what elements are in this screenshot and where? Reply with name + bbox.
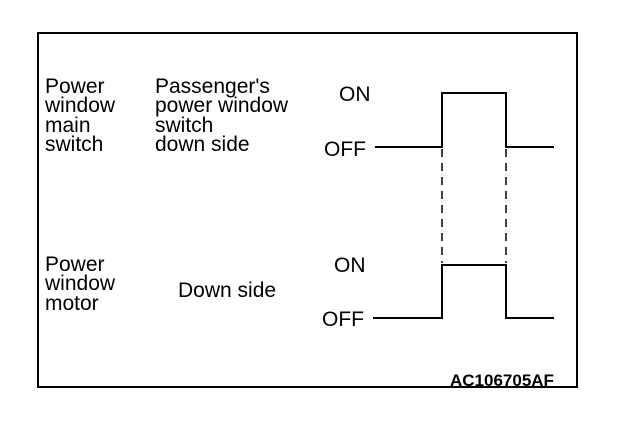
motor-signal-waveform [373,264,554,319]
motor-on-label: ON [334,254,366,277]
motor-device-label: Power window motor [45,253,116,315]
switch-detail-label: Passenger's power window switch down sid… [155,75,289,156]
figure-code: AC106705AF [450,371,554,390]
switch-on-label: ON [339,83,371,106]
motor-off-label: OFF [322,308,364,331]
diagram-frame [37,32,578,388]
motor-detail-label: Down side [178,279,277,302]
switch-off-label: OFF [324,138,366,161]
switch-device-label: Power window main switch [45,75,116,156]
switch-signal-waveform [375,92,554,148]
